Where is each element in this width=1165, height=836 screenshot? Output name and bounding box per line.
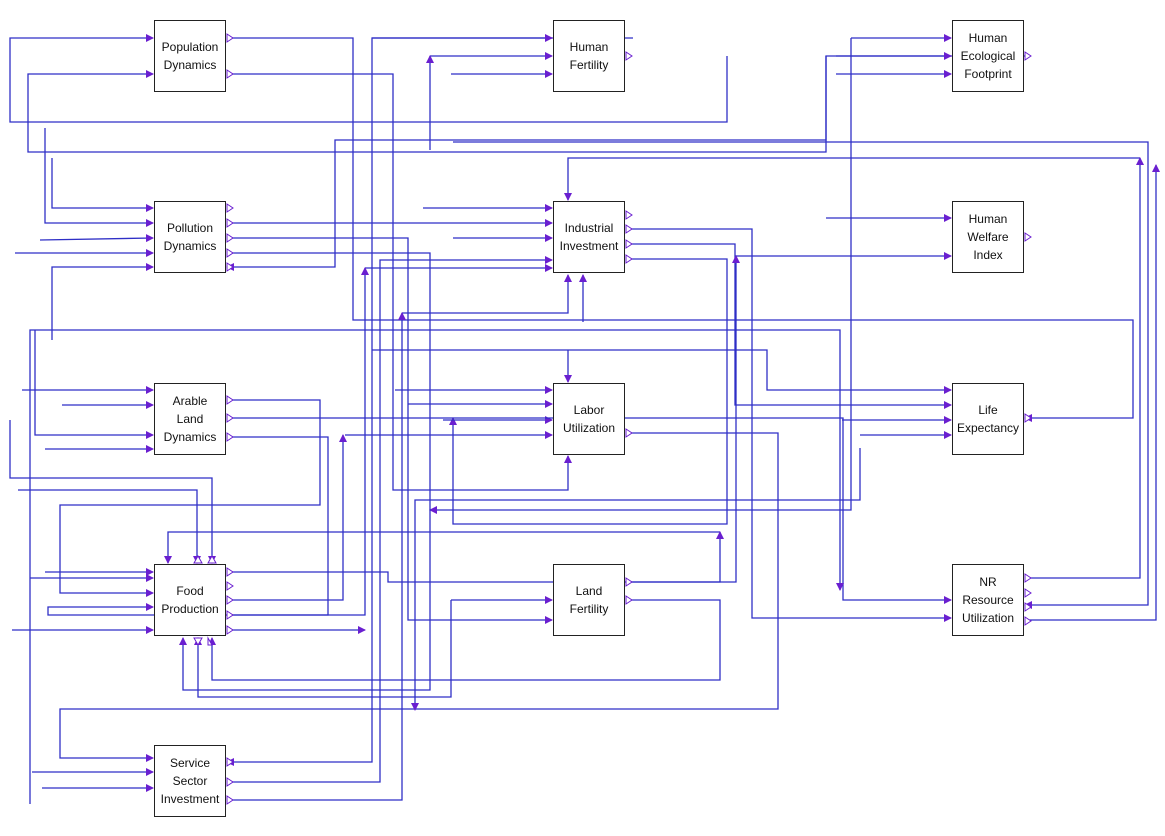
connection bbox=[59, 399, 321, 597]
node-industrial-investment[interactable]: Industrial Investment bbox=[553, 201, 625, 273]
node-population-dynamics[interactable]: Population Dynamics bbox=[154, 20, 226, 92]
connection bbox=[29, 329, 844, 804]
connection bbox=[227, 434, 347, 601]
connection bbox=[227, 531, 724, 583]
node-service-sector-investment[interactable]: Service Sector Investment bbox=[154, 745, 226, 817]
connection bbox=[39, 234, 154, 243]
connection bbox=[449, 258, 728, 525]
connection bbox=[208, 599, 721, 681]
connection bbox=[227, 256, 553, 783]
connection bbox=[164, 531, 720, 564]
connection bbox=[59, 432, 779, 762]
connection bbox=[44, 128, 154, 227]
node-land-fertility[interactable]: Land Fertility bbox=[553, 564, 625, 636]
connection bbox=[626, 255, 740, 583]
connection bbox=[179, 252, 431, 691]
node-human-ecological-footprint[interactable]: Human Ecological Footprint bbox=[952, 20, 1024, 92]
connection bbox=[626, 243, 952, 409]
connection bbox=[227, 37, 1134, 422]
connection bbox=[372, 349, 952, 394]
connection bbox=[51, 263, 154, 340]
connection bbox=[453, 141, 1149, 609]
connection bbox=[194, 600, 452, 698]
connection bbox=[227, 73, 572, 491]
node-human-welfare-index[interactable]: Human Welfare Index bbox=[952, 201, 1024, 273]
connection bbox=[9, 420, 216, 564]
connection bbox=[18, 489, 201, 564]
node-pollution-dynamics[interactable]: Pollution Dynamics bbox=[154, 201, 226, 273]
connection bbox=[402, 274, 572, 314]
node-life-expectancy[interactable]: Life Expectancy bbox=[952, 383, 1024, 455]
connection bbox=[429, 38, 852, 514]
node-labor-utilization[interactable]: Labor Utilization bbox=[553, 383, 625, 455]
connections bbox=[9, 34, 1160, 804]
connection bbox=[227, 417, 952, 604]
connection bbox=[226, 55, 1025, 271]
node-nr-resource-utilization[interactable]: NR Resource Utilization bbox=[952, 564, 1024, 636]
connection bbox=[564, 157, 1140, 201]
connection bbox=[227, 237, 553, 624]
connection bbox=[411, 448, 861, 711]
connection bbox=[34, 330, 154, 439]
node-food-production[interactable]: Food Production bbox=[154, 564, 226, 636]
node-human-fertility[interactable]: Human Fertility bbox=[553, 20, 625, 92]
connection bbox=[227, 267, 369, 616]
output-ports bbox=[193, 33, 1032, 805]
connection bbox=[227, 312, 406, 801]
connection bbox=[51, 158, 154, 212]
connection bbox=[1025, 157, 1144, 579]
connection bbox=[626, 228, 952, 622]
connection bbox=[27, 56, 827, 153]
connection bbox=[9, 34, 728, 123]
connection bbox=[1025, 164, 1160, 621]
node-arable-land-dynamics[interactable]: Arable Land Dynamics bbox=[154, 383, 226, 455]
